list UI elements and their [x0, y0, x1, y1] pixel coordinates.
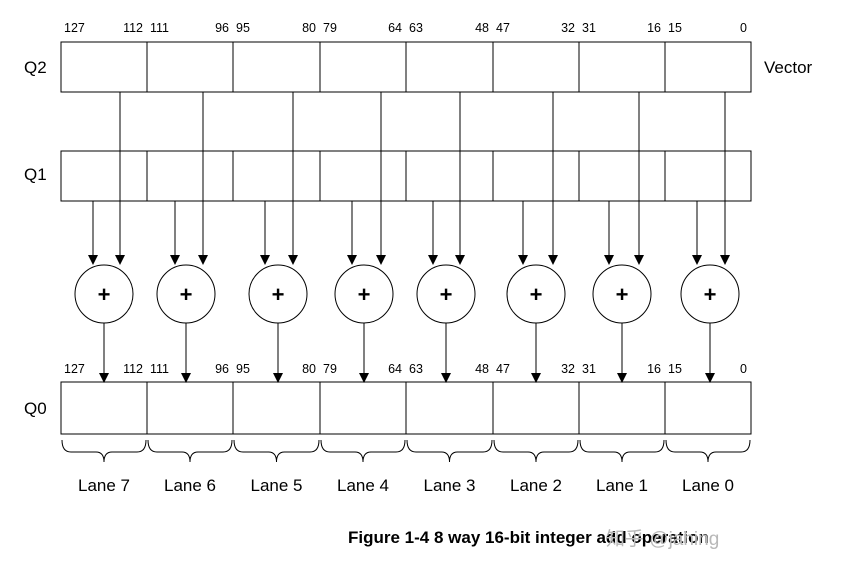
lane-brace — [61, 439, 147, 463]
q0-bit-high-label: 111 — [150, 362, 169, 376]
lane-label: Lane 3 — [424, 476, 476, 495]
plus-symbol: + — [704, 282, 717, 307]
q2-register-label: Q2 — [24, 58, 47, 77]
q2-bit-low-label: 0 — [740, 21, 747, 35]
q2-bit-high-label: 47 — [496, 21, 510, 35]
q0-bit-high-label: 31 — [582, 362, 596, 376]
q0-bit-low-label: 16 — [647, 362, 661, 376]
lane-label: Lane 2 — [510, 476, 562, 495]
q0-bit-high-label: 95 — [236, 362, 250, 376]
q2-bit-low-label: 80 — [302, 21, 316, 35]
lane-brace — [665, 439, 751, 463]
q2-bit-high-label: 127 — [64, 21, 85, 35]
plus-symbol: + — [180, 282, 193, 307]
q2-bit-high-label: 63 — [409, 21, 423, 35]
lane-brace — [406, 439, 493, 463]
lane-brace — [320, 439, 406, 463]
q2-bit-high-label: 79 — [323, 21, 337, 35]
q0-bit-high-label: 63 — [409, 362, 423, 376]
plus-symbol: + — [530, 282, 543, 307]
q2-bit-low-label: 16 — [647, 21, 661, 35]
plus-symbol: + — [272, 282, 285, 307]
q0-bit-low-label: 32 — [561, 362, 575, 376]
q1-register-label: Q1 — [24, 165, 47, 184]
q0-bit-low-label: 0 — [740, 362, 747, 376]
q2-bit-high-label: 15 — [668, 21, 682, 35]
q0-bit-low-label: 48 — [475, 362, 489, 376]
watermark: 知乎 @jahing — [606, 529, 720, 550]
q0-bit-low-label: 64 — [388, 362, 402, 376]
lane-brace — [579, 439, 665, 463]
lane-label: Lane 5 — [251, 476, 303, 495]
lane-label: Lane 0 — [682, 476, 734, 495]
lane-brace — [147, 439, 233, 463]
q0-register-label: Q0 — [24, 399, 47, 418]
lane-label: Lane 4 — [337, 476, 389, 495]
q2-bit-high-label: 31 — [582, 21, 596, 35]
q2-bit-low-label: 64 — [388, 21, 402, 35]
plus-symbol: + — [440, 282, 453, 307]
vector-label: Vector — [764, 58, 813, 77]
q0-bit-low-label: 80 — [302, 362, 316, 376]
q0-bit-high-label: 47 — [496, 362, 510, 376]
plus-symbol: + — [616, 282, 629, 307]
q2-bit-low-label: 48 — [475, 21, 489, 35]
q0-bit-low-label: 96 — [215, 362, 229, 376]
q2-bit-low-label: 112 — [123, 21, 143, 35]
lane-brace — [233, 439, 320, 463]
q2-bit-low-label: 32 — [561, 21, 575, 35]
plus-symbol: + — [358, 282, 371, 307]
lane-label: Lane 7 — [78, 476, 130, 495]
q0-bit-low-label: 112 — [123, 362, 143, 376]
lane-elements: 127 112 127 112 + Lane 7 111 96 111 96 + Lane 6 95 80… — [61, 21, 751, 495]
plus-symbol: + — [98, 282, 111, 307]
q0-bit-high-label: 15 — [668, 362, 682, 376]
q2-bit-high-label: 111 — [150, 21, 169, 35]
lane-label: Lane 6 — [164, 476, 216, 495]
lane-label: Lane 1 — [596, 476, 648, 495]
q2-bit-high-label: 95 — [236, 21, 250, 35]
q0-bit-high-label: 127 — [64, 362, 85, 376]
lane-brace — [493, 439, 579, 463]
q0-bit-high-label: 79 — [323, 362, 337, 376]
q2-bit-low-label: 96 — [215, 21, 229, 35]
figure-caption: Figure 1-4 8 way 16-bit integer add oper… — [348, 528, 709, 547]
